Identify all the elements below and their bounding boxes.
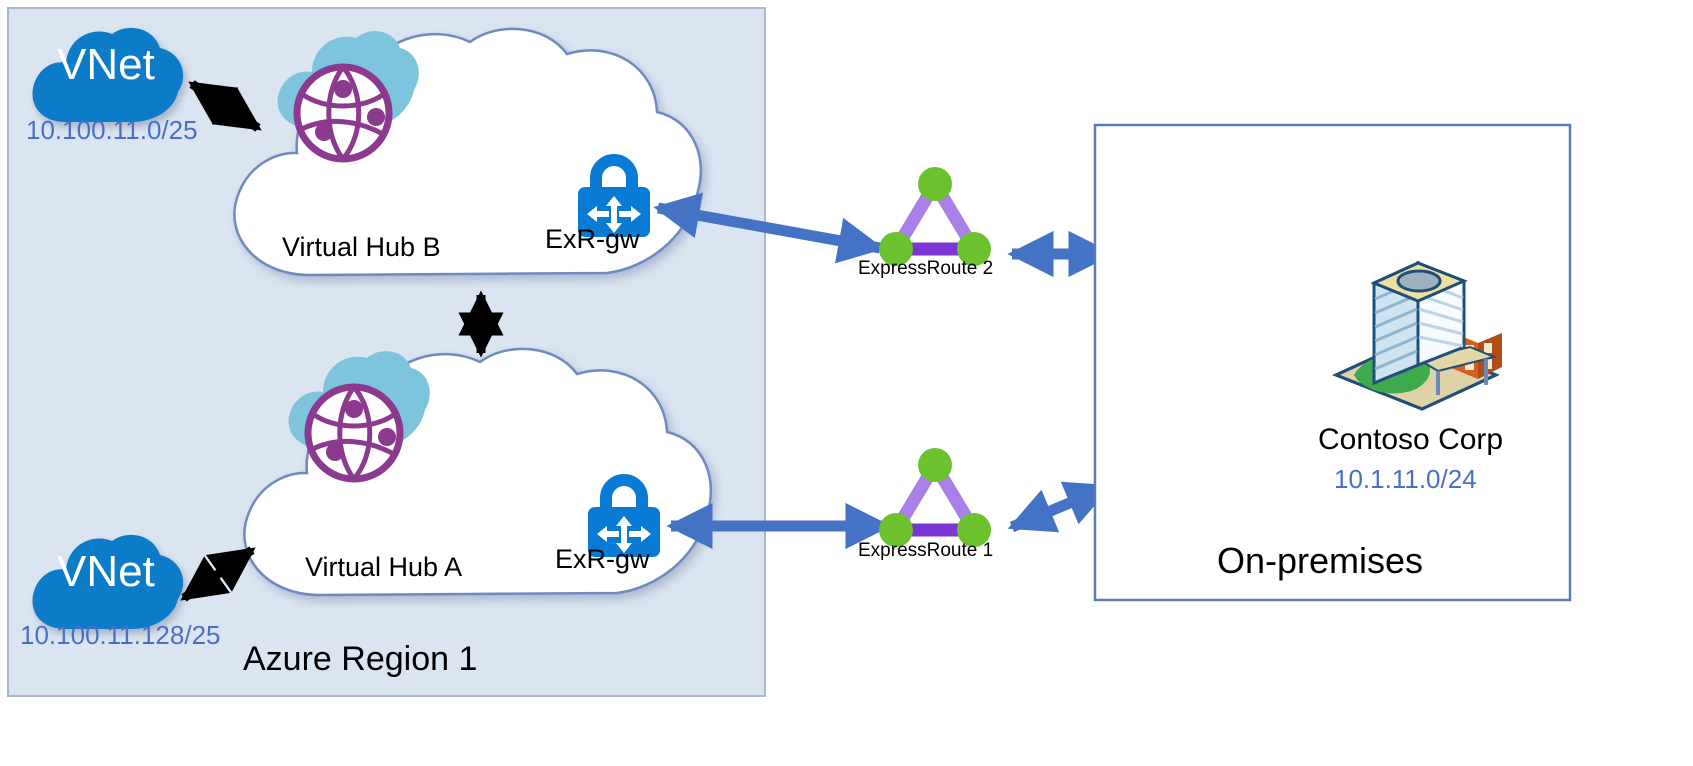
azure-region-label: Azure Region 1: [243, 640, 478, 678]
office-building-icon: [1332, 260, 1502, 411]
connection-vnet-bottom-hub-a: [180, 546, 256, 602]
expressroute-1-label: ExpressRoute 1: [858, 540, 994, 561]
vnet-top-label: VNet: [57, 40, 155, 89]
virtual-hub-a-label: Virtual Hub A: [305, 552, 463, 582]
vnet-top-cloud-icon[interactable]: [28, 26, 208, 141]
vnet-bottom-label: VNet: [57, 547, 155, 596]
vnet-top-cidr: 10.100.11.0/25: [26, 115, 198, 145]
expressroute-circuit-icon-2[interactable]: [873, 166, 1003, 271]
expressroute-circuit-icon-1[interactable]: [873, 447, 1003, 552]
exr-gw-label-b: ExR-gw: [545, 224, 640, 254]
connection-er1-to-onpremises: [1007, 481, 1113, 533]
exr-gw-label-a: ExR-gw: [555, 544, 650, 574]
onpremises-label: On-premises: [1217, 540, 1424, 581]
connection-vnet-top-hub-b: [188, 80, 262, 132]
connection-hub-b-hub-a: [458, 290, 504, 358]
vnet-bottom-cidr: 10.100.11.128/25: [20, 620, 221, 650]
virtual-hub-globe-icon-a: [304, 383, 404, 483]
vnet-bottom-cloud-icon[interactable]: [28, 533, 208, 648]
contoso-corp-label: Contoso Corp: [1318, 423, 1504, 456]
virtual-hub-globe-icon: [293, 63, 393, 163]
expressroute-2-label: ExpressRoute 2: [858, 258, 994, 279]
contoso-corp-cidr: 10.1.11.0/24: [1334, 464, 1477, 494]
virtual-hub-b-label: Virtual Hub B: [282, 232, 441, 262]
connection-hub-b-gateway-to-er2: [653, 192, 885, 264]
expressroute-gateway-lock-icon-a[interactable]: [584, 474, 664, 560]
connection-er2-to-onpremises: [1007, 230, 1115, 278]
connection-hub-a-gateway-to-er1: [666, 502, 892, 550]
expressroute-gateway-lock-icon-b[interactable]: [574, 154, 654, 240]
